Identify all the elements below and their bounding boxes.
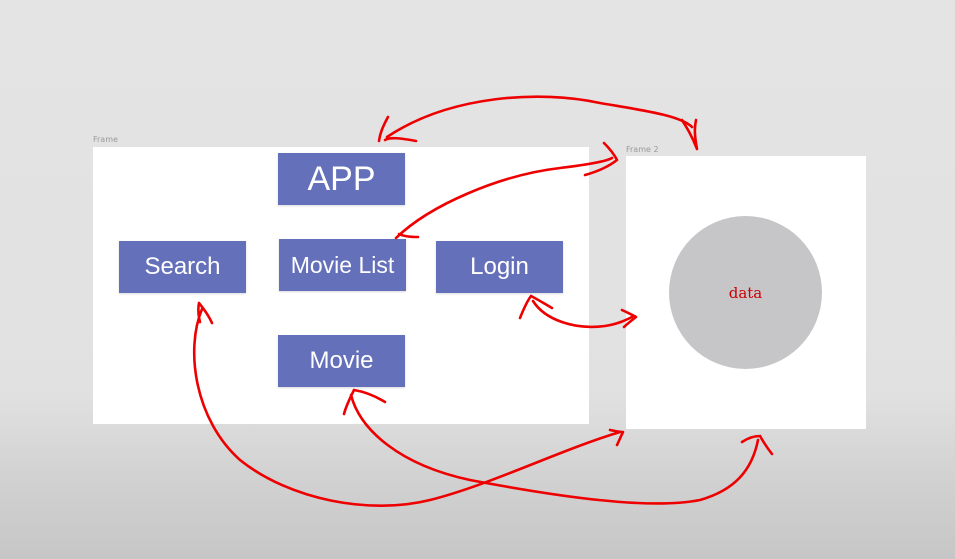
app-component-label: APP xyxy=(307,159,376,198)
arrow-app-to-data xyxy=(377,95,699,151)
movie-list-component-box: Movie List xyxy=(279,239,406,291)
login-component-label: Login xyxy=(470,253,529,280)
search-component-label: Search xyxy=(144,253,221,280)
search-component-box: Search xyxy=(119,241,246,293)
data-store-label: data xyxy=(728,283,763,302)
frame-label: Frame xyxy=(93,135,118,144)
login-component-box: Login xyxy=(436,241,563,293)
app-component-box: APP xyxy=(278,153,405,205)
frame-2-label: Frame 2 xyxy=(626,145,659,154)
movie-list-component-label: Movie List xyxy=(290,251,395,278)
movie-component-box: Movie xyxy=(278,335,405,387)
movie-component-label: Movie xyxy=(309,347,374,374)
data-store-circle: data xyxy=(669,216,822,369)
